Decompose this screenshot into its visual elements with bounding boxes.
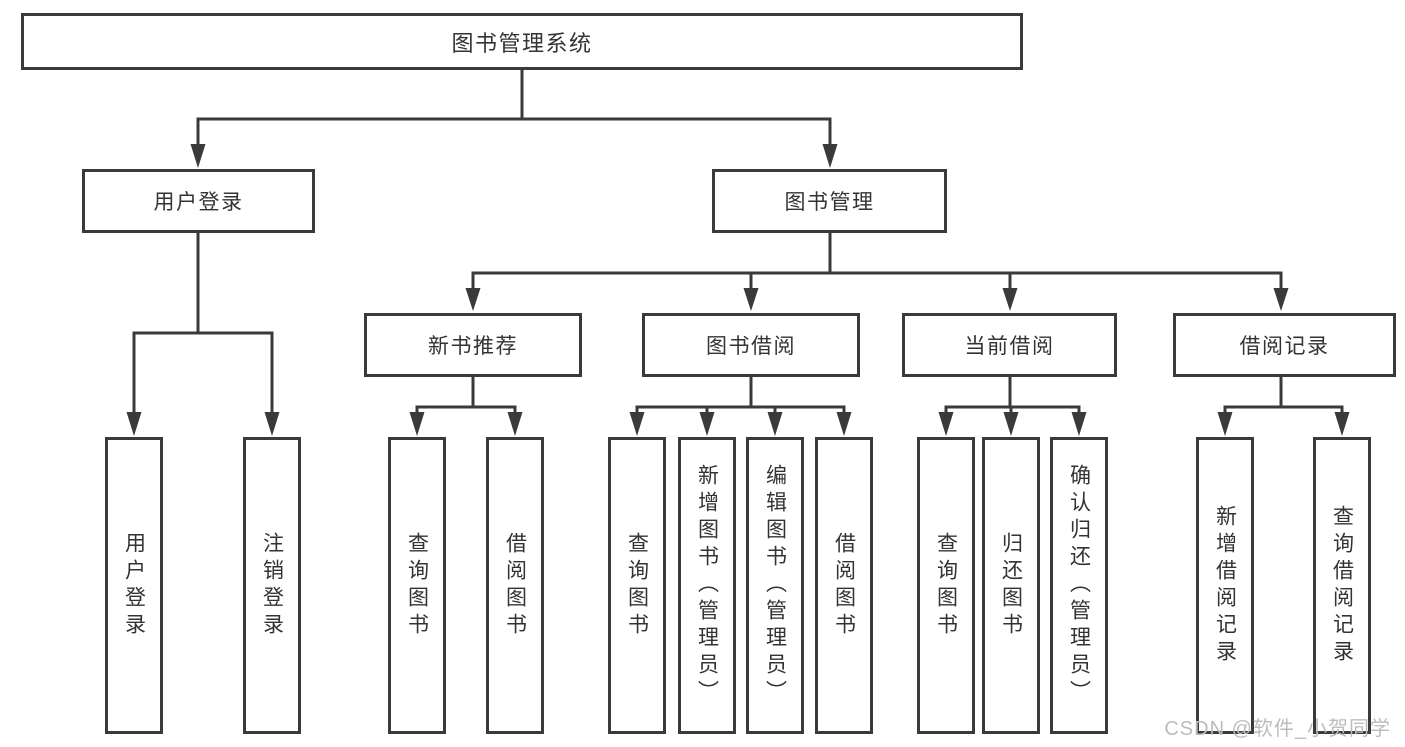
arrowhead [507, 412, 523, 436]
arrowhead [190, 144, 206, 168]
leaf-query-borrow-record: 查询借阅记录 [1313, 437, 1371, 734]
leaf-query-books-recommend: 查询图书 [388, 437, 446, 734]
arrowhead [1071, 412, 1087, 436]
leaf-confirm-return-admin: 确认归还（管理员） [1050, 437, 1108, 734]
leaf-label: 注销登录 [260, 531, 284, 640]
arrowhead [126, 412, 142, 436]
node-book-management-label: 图书管理 [784, 191, 875, 214]
leaf-label: 借阅图书 [832, 531, 856, 640]
node-book-borrow-label: 图书借阅 [706, 335, 796, 358]
leaf-label: 查询图书 [934, 531, 958, 640]
arrowhead [1273, 288, 1289, 311]
node-user-login-label: 用户登录 [153, 191, 244, 214]
node-book-management: 图书管理 [712, 169, 947, 233]
node-new-book-recommend: 新书推荐 [364, 313, 582, 377]
leaf-label: 查询图书 [625, 531, 649, 640]
arrowhead [1217, 412, 1233, 436]
arrowhead [1334, 412, 1350, 436]
arrowhead [629, 412, 645, 436]
leaf-query-books-borrow: 查询图书 [608, 437, 666, 734]
arrowhead [264, 412, 280, 436]
node-borrow-records: 借阅记录 [1173, 313, 1396, 377]
leaf-label: 归还图书 [999, 531, 1023, 640]
node-user-login: 用户登录 [82, 169, 315, 233]
arrowhead [1002, 288, 1018, 311]
arrowhead [822, 144, 838, 168]
node-book-borrow: 图书借阅 [642, 313, 860, 377]
leaf-label: 编辑图书（管理员） [763, 464, 787, 707]
leaf-return-book: 归还图书 [982, 437, 1040, 734]
leaf-borrow-books-recommend: 借阅图书 [486, 437, 544, 734]
leaf-user-login: 用户登录 [105, 437, 163, 734]
leaf-label: 新增图书（管理员） [695, 464, 719, 707]
leaf-label: 确认归还（管理员） [1067, 464, 1091, 707]
node-current-borrow: 当前借阅 [902, 313, 1117, 377]
arrowhead [699, 412, 715, 436]
leaf-label: 查询图书 [405, 531, 429, 640]
node-root-label: 图书管理系统 [451, 30, 593, 56]
node-current-borrow-label: 当前借阅 [964, 335, 1055, 358]
arrowhead [465, 288, 481, 311]
leaf-add-borrow-record: 新增借阅记录 [1196, 437, 1254, 734]
arrowhead [767, 412, 783, 436]
arrowhead [836, 412, 852, 436]
leaf-add-book-admin: 新增图书（管理员） [678, 437, 736, 734]
arrowhead [743, 288, 759, 311]
leaf-label: 用户登录 [122, 531, 146, 640]
leaf-edit-book-admin: 编辑图书（管理员） [746, 437, 804, 734]
node-root: 图书管理系统 [21, 13, 1023, 70]
arrowhead [1003, 412, 1019, 436]
leaf-borrow-books-borrow: 借阅图书 [815, 437, 873, 734]
arrowhead [409, 412, 425, 436]
arrowhead [938, 412, 954, 436]
leaf-query-books-current: 查询图书 [917, 437, 975, 734]
leaf-label: 借阅图书 [503, 531, 527, 640]
leaf-label: 新增借阅记录 [1213, 504, 1237, 667]
leaf-label: 查询借阅记录 [1330, 504, 1354, 667]
leaf-logout: 注销登录 [243, 437, 301, 734]
node-borrow-records-label: 借阅记录 [1239, 335, 1330, 358]
node-new-book-recommend-label: 新书推荐 [428, 335, 518, 358]
